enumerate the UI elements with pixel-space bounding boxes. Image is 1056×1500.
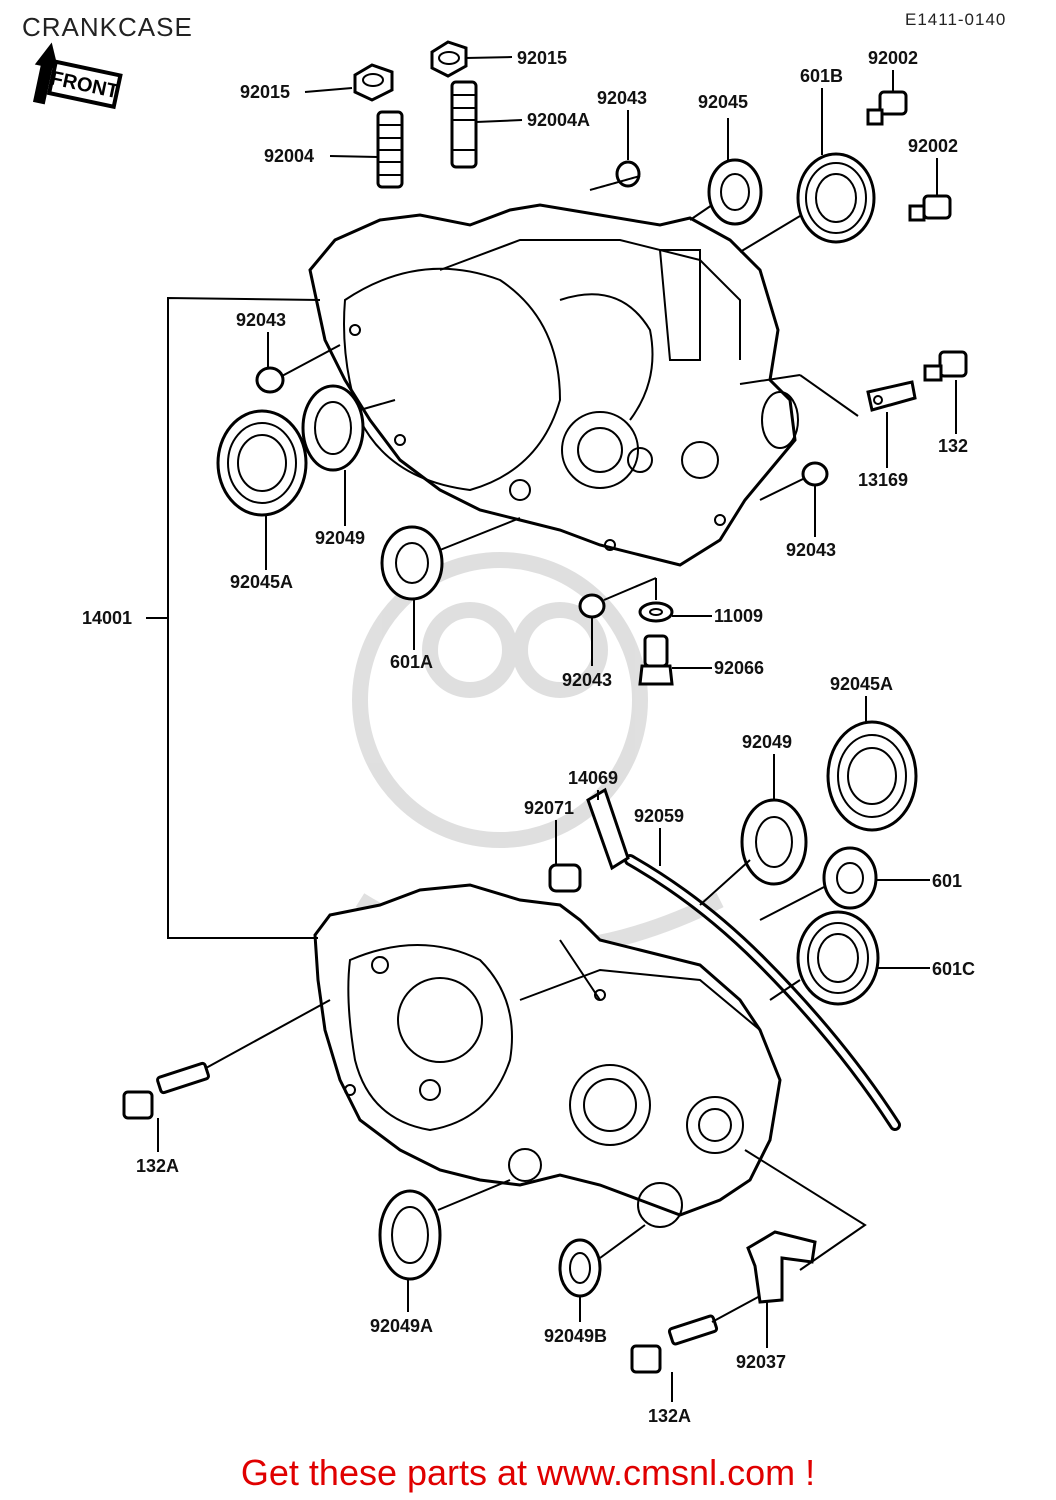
bolt-92002-lower (908, 194, 952, 222)
part-label: 92043 (597, 88, 647, 108)
nut-92015-right (430, 40, 468, 78)
part-label: 92004A (527, 110, 590, 130)
part-label: 601B (800, 66, 843, 86)
bracket-92037 (746, 1230, 817, 1304)
washer-11009 (638, 601, 674, 623)
part-label: 92043 (236, 310, 286, 330)
part-label: 92045A (230, 572, 293, 592)
bolt-92002-top (866, 90, 908, 126)
part-label: 92049 (315, 528, 365, 548)
stud-92004a (450, 80, 478, 169)
stud-92004 (376, 110, 404, 189)
part-label: 92059 (634, 806, 684, 826)
part-label: 92043 (786, 540, 836, 560)
part-label: 92045A (830, 674, 893, 694)
part-label: 92015 (517, 48, 567, 68)
part-label: 92066 (714, 658, 764, 678)
oil-seal-92045 (707, 158, 763, 226)
upper-crankcase-half (308, 203, 799, 567)
bearing-601b (796, 152, 876, 244)
part-label: 14069 (568, 768, 618, 788)
part-label: 601A (390, 652, 433, 672)
bearing-601 (822, 846, 878, 910)
part-label: 11009 (714, 606, 763, 626)
part-label: 92015 (240, 82, 290, 102)
hose-fitting (548, 863, 582, 893)
part-label: 92004 (264, 146, 314, 166)
part-label: 92049A (370, 1316, 433, 1336)
drain-plug-92066 (638, 634, 674, 686)
lower-crankcase-half (313, 883, 782, 1228)
oil-seal-92049-upper (301, 384, 365, 472)
bolt-132a-bottom (630, 1314, 719, 1374)
part-label: 13169 (858, 470, 908, 490)
diagram-title: CRANKCASE (22, 12, 193, 42)
dowel-pin-92043-right (801, 461, 829, 487)
nut-92015-left (353, 63, 394, 102)
part-label: 601C (932, 959, 975, 979)
part-label: 92037 (736, 1352, 786, 1372)
dowel-pin-92043-left (255, 366, 285, 394)
part-label: 92002 (908, 136, 958, 156)
front-arrow-icon: FRONT (32, 42, 123, 110)
leader-lines (146, 56, 957, 1402)
part-label: 601 (932, 871, 962, 891)
part-label: 132 (938, 436, 968, 456)
part-labels: 92015 92015 92004 92004A 92043 92045 601… (82, 48, 975, 1426)
dowel-pin-92043-center (578, 593, 606, 619)
bearing-92045a-upper (216, 409, 308, 517)
bearing-92045a-lower (826, 720, 918, 832)
oil-seal-92049-lower (740, 798, 808, 886)
part-label: 92049 (742, 732, 792, 752)
banjo-fitting (586, 787, 630, 871)
diagram-code: E1411-0140 (905, 10, 1007, 29)
part-label: 92002 (868, 48, 918, 68)
bearing-601c (796, 910, 880, 1006)
part-label: 132A (648, 1406, 691, 1426)
oil-seal-92049a (378, 1189, 442, 1281)
part-label: 92049B (544, 1326, 607, 1346)
bearing-601a (380, 525, 444, 601)
part-label: 14001 (82, 608, 132, 628)
bolt-132 (923, 350, 968, 382)
part-label: 132A (136, 1156, 179, 1176)
part-label: 92045 (698, 92, 748, 112)
part-label: 92043 (562, 670, 612, 690)
bolt-132a-left (122, 1061, 210, 1120)
part-label: 92071 (524, 798, 574, 818)
clamp-13169 (866, 380, 917, 412)
oil-seal-92049b (558, 1238, 602, 1298)
footer-link-text[interactable]: Get these parts at www.cmsnl.com ! (240, 1452, 816, 1493)
